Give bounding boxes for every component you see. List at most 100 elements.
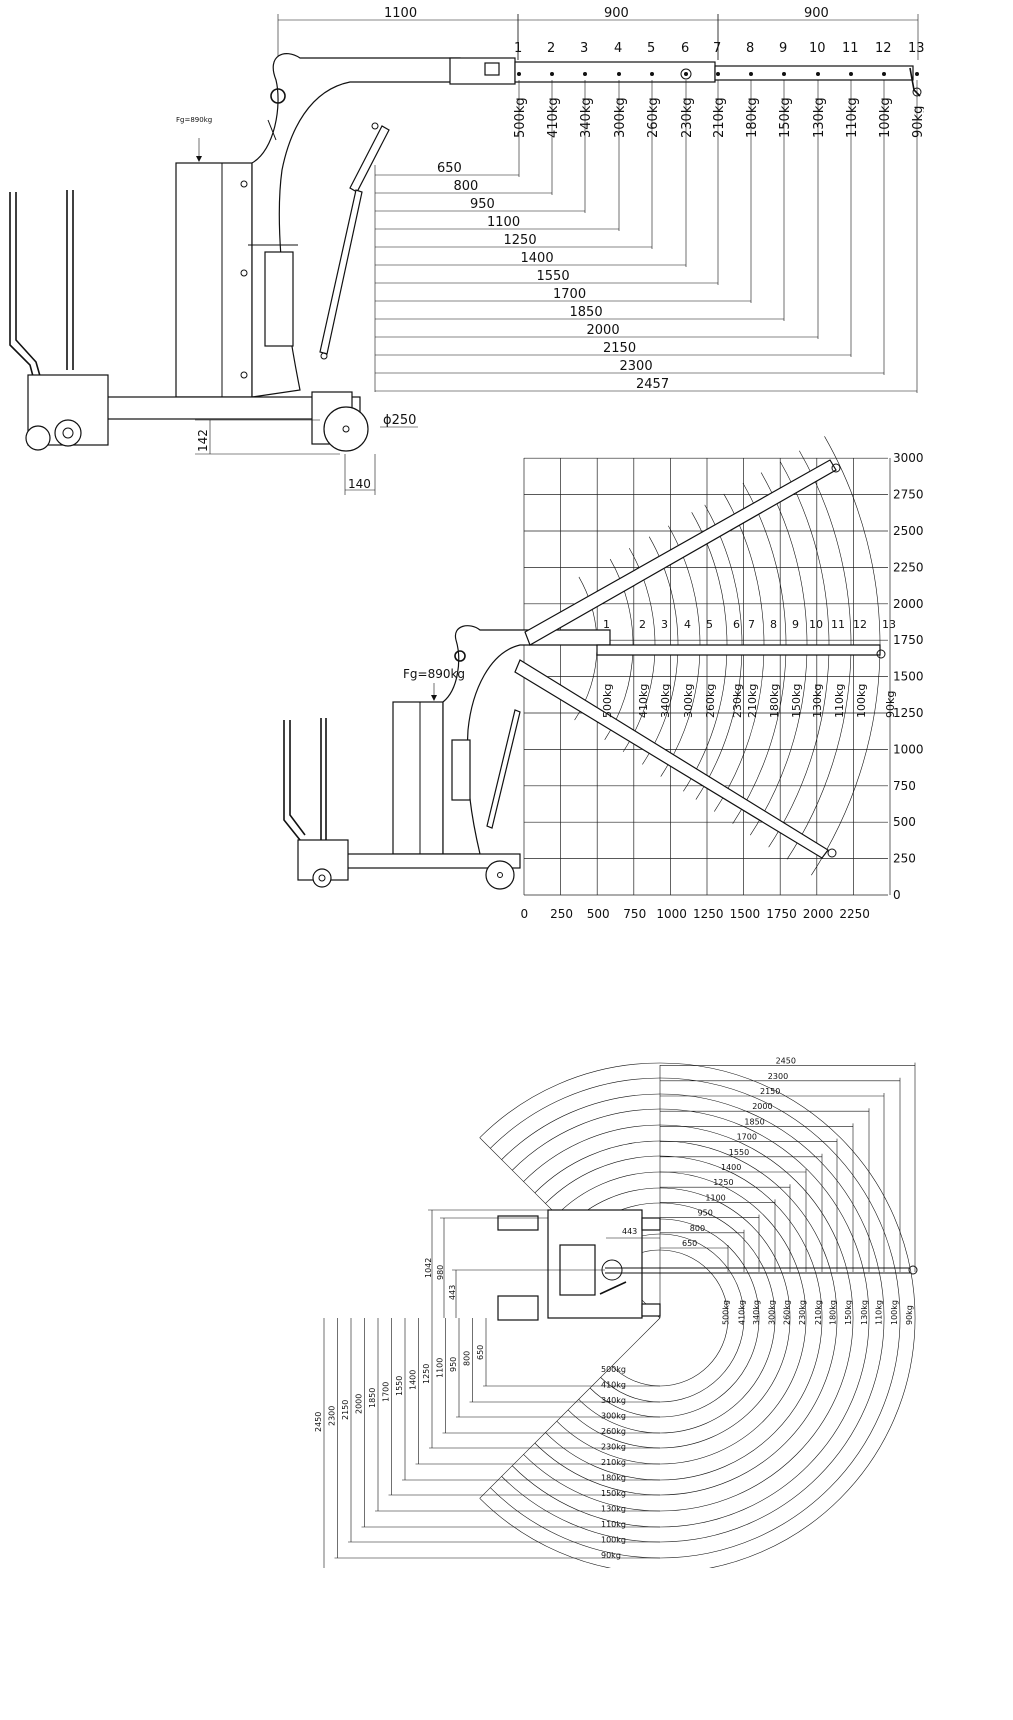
lift-weight-label: Fg=890kg [403, 667, 465, 681]
load-label: 100kg [878, 97, 893, 138]
position-number: 5 [647, 41, 655, 56]
position-number: 11 [842, 41, 859, 56]
radius-dim-vertical: 2450 [314, 1412, 323, 1432]
load-label-horizontal: 90kg [601, 1551, 621, 1560]
dim-443-v: 443 [448, 1285, 457, 1300]
lift-position-number: 12 [853, 618, 867, 631]
lift-position-number: 2 [639, 618, 646, 631]
dim-1042: 1042 [424, 1258, 433, 1278]
y-tick-label: 2250 [893, 560, 924, 574]
position-number: 9 [779, 41, 787, 56]
load-label-horizontal: 130kg [601, 1505, 626, 1514]
load-label: 90kg [911, 106, 924, 138]
radius-dimensions-vertical: 6508009501100125014001550170018502000215… [314, 1318, 660, 1568]
y-tick-label: 1000 [893, 742, 924, 756]
y-tick-label: 250 [893, 852, 916, 866]
reach-dim: 1400 [521, 251, 554, 266]
y-tick-label: 2500 [893, 524, 924, 538]
load-label-horizontal: 300kg [601, 1412, 626, 1421]
reach-dim: 2000 [587, 323, 620, 338]
radius-dim: 2300 [768, 1072, 788, 1081]
radius-dim: 800 [690, 1224, 705, 1233]
lift-position-number: 5 [706, 618, 713, 631]
radius-dim: 1700 [737, 1133, 757, 1142]
lift-position-number: 11 [831, 618, 845, 631]
load-label-vertical: 230kg [798, 1300, 807, 1325]
lift-position-number: 13 [882, 618, 896, 631]
radius-dim-vertical: 950 [449, 1357, 458, 1372]
reach-dimensions: 6508009501100125014001550170018502000215… [374, 80, 918, 393]
wheel-diameter-label: ϕ250 [383, 413, 416, 428]
load-label: 110kg [845, 97, 860, 138]
load-label-horizontal: 230kg [601, 1443, 626, 1452]
range-grid [523, 457, 891, 896]
lift-load-label: 130kg [811, 684, 824, 718]
lift-load-label: 110kg [833, 684, 846, 718]
radius-dim: 1400 [721, 1163, 741, 1172]
reach-dim: 1850 [570, 305, 603, 320]
dim-980: 980 [436, 1265, 445, 1280]
radius-dim-vertical: 1700 [382, 1382, 391, 1402]
offset-dim: 140 [348, 477, 371, 491]
load-label: 340kg [579, 97, 594, 138]
lift-position-number: 10 [809, 618, 823, 631]
lift-position-number: 6 [733, 618, 740, 631]
load-label-vertical: 260kg [782, 1300, 791, 1325]
load-label-horizontal: 100kg [601, 1536, 626, 1545]
lift-load-label: 230kg [731, 684, 744, 718]
slew-range-view: 6508009501100125014001550170018502000215… [314, 1057, 918, 1568]
load-labels-horizontal: 500kg410kg340kg300kg260kg230kg210kg180kg… [601, 1365, 626, 1560]
load-label: 500kg [513, 97, 528, 138]
load-label-vertical: 130kg [860, 1300, 869, 1325]
crane-technical-drawing: 1100 900 900 Fg=890kg [9, 6, 924, 1568]
y-tick-label: 750 [893, 779, 916, 793]
load-label: 300kg [613, 97, 628, 138]
lift-load-label: 90kg [884, 691, 897, 718]
load-label: 150kg [778, 97, 793, 138]
position-number: 7 [713, 41, 721, 56]
load-label-horizontal: 260kg [601, 1427, 626, 1436]
reach-dim: 1100 [487, 215, 520, 230]
radius-dim-vertical: 1850 [368, 1388, 377, 1408]
segment-dim: 900 [604, 6, 629, 21]
load-label-horizontal: 340kg [601, 1396, 626, 1405]
position-number: 4 [614, 41, 622, 56]
reach-dim: 1700 [553, 287, 586, 302]
lift-load-label: 150kg [790, 684, 803, 718]
x-tick-label: 2000 [803, 907, 834, 921]
load-label: 230kg [680, 97, 695, 138]
counterweight-block [175, 162, 253, 398]
load-label-vertical: 210kg [814, 1300, 823, 1325]
lift-load-label: 500kg [601, 684, 614, 718]
radius-dim: 1100 [705, 1193, 725, 1202]
load-label: 180kg [745, 97, 760, 138]
load-label-horizontal: 110kg [601, 1520, 626, 1529]
reach-dim: 1550 [537, 269, 570, 284]
dim-443-top: 443 [622, 1227, 637, 1236]
position-number: 2 [547, 41, 555, 56]
segment-dim: 1100 [384, 6, 417, 21]
position-number: 3 [580, 41, 588, 56]
handle-bar [9, 192, 39, 396]
position-number: 10 [809, 41, 826, 56]
hydraulic-ram [349, 125, 390, 193]
lift-load-label: 340kg [659, 684, 672, 718]
load-label-vertical: 180kg [828, 1300, 837, 1325]
lift-load-label: 410kg [637, 684, 650, 718]
reach-dim: 1250 [504, 233, 537, 248]
hydraulic-pump [264, 251, 294, 347]
reach-dim: 2300 [620, 359, 653, 374]
radius-dim: 1250 [713, 1178, 733, 1187]
reach-dim: 2457 [636, 377, 669, 392]
load-label-horizontal: 500kg [601, 1365, 626, 1374]
segment-dim: 900 [804, 6, 829, 21]
radius-dim-vertical: 800 [463, 1351, 472, 1366]
reach-dim: 800 [454, 179, 479, 194]
load-label-vertical: 410kg [737, 1300, 746, 1325]
load-label-vertical: 340kg [752, 1300, 761, 1325]
radius-dim-vertical: 1550 [395, 1376, 404, 1396]
y-tick-label: 1750 [893, 633, 924, 647]
